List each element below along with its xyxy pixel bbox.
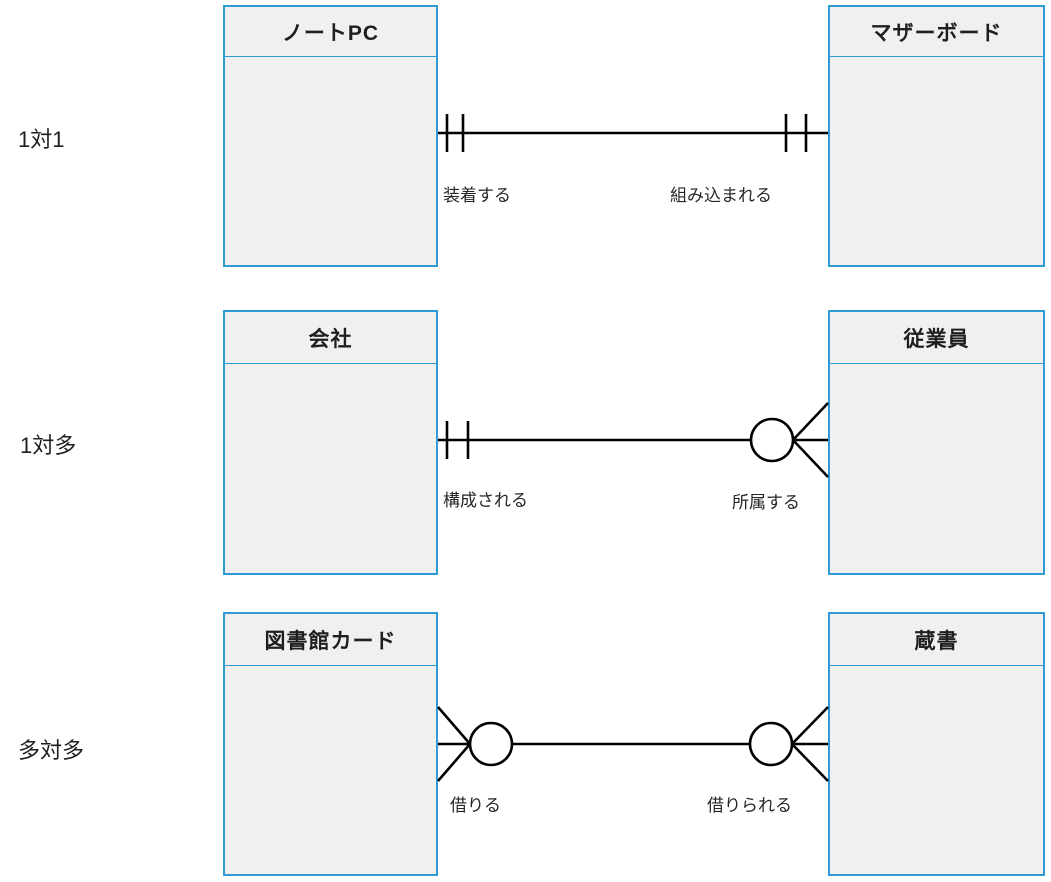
entity-book-collection: 蔵書 xyxy=(828,612,1045,876)
one-and-only-one-icon xyxy=(445,114,465,152)
entity-notebook-pc: ノートPC xyxy=(223,5,438,267)
row-label-one-to-many: 1対多 xyxy=(20,433,77,458)
relationship-label-belongs: 所属する xyxy=(732,493,800,512)
relationship-label-borrowed: 借りられる xyxy=(707,796,792,815)
entity-title: 蔵書 xyxy=(830,614,1043,666)
relationship-label-embedded: 組み込まれる xyxy=(670,186,772,205)
relationship-label-composed: 構成される xyxy=(443,491,528,510)
entity-title: マザーボード xyxy=(830,7,1043,57)
connector-one-to-many xyxy=(438,402,829,478)
relationship-label-attach: 装着する xyxy=(443,186,511,205)
connector-one-to-one xyxy=(438,114,828,152)
entity-motherboard: マザーボード xyxy=(828,5,1045,267)
entity-title: 図書館カード xyxy=(225,614,436,666)
row-label-many-to-many: 多対多 xyxy=(18,738,85,763)
entity-title: ノートPC xyxy=(225,7,436,57)
relationship-label-borrow: 借りる xyxy=(450,796,501,815)
zero-or-many-icon xyxy=(749,402,829,478)
entity-library-card: 図書館カード xyxy=(223,612,438,876)
entity-title: 会社 xyxy=(225,312,436,364)
connector-many-to-many xyxy=(437,706,829,782)
entity-title: 従業員 xyxy=(830,312,1043,364)
entity-employee: 従業員 xyxy=(828,310,1045,575)
zero-or-many-icon xyxy=(437,706,514,782)
one-and-only-one-icon xyxy=(784,114,808,152)
row-label-one-to-one: 1対1 xyxy=(18,127,65,152)
zero-or-many-icon xyxy=(748,706,829,782)
entity-company: 会社 xyxy=(223,310,438,575)
one-and-only-one-icon xyxy=(445,421,470,459)
